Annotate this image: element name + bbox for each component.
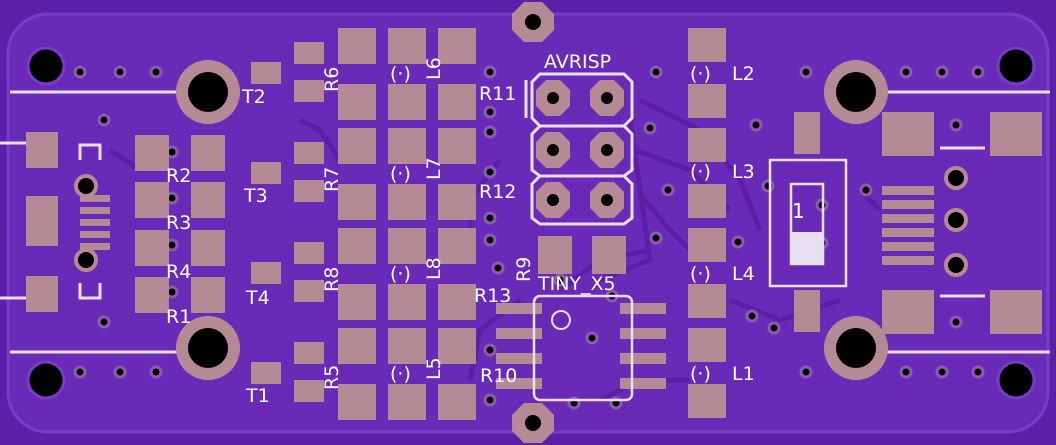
label-r1: R1 — [166, 306, 191, 328]
label-t4: T4 — [245, 287, 270, 309]
label-tiny: TINY_X5 — [537, 273, 616, 295]
label-t2: T2 — [241, 86, 266, 108]
label-r6: R6 — [321, 67, 343, 92]
usb-holes — [74, 166, 968, 277]
led-marker-l8: (·) — [390, 263, 411, 285]
label-l8: L8 — [423, 257, 445, 280]
vias — [73, 65, 985, 410]
led-marker-l4: (·) — [690, 263, 711, 285]
label-l6: L6 — [423, 57, 445, 80]
led-marker-l7: (·) — [390, 163, 411, 185]
label-r7: R7 — [321, 167, 343, 192]
label-l1: L1 — [732, 363, 755, 385]
label-r13: R13 — [474, 285, 511, 307]
avrisp-header — [524, 72, 634, 226]
label-r4: R4 — [166, 261, 191, 283]
label-t3: T3 — [243, 185, 268, 207]
label-l5: L5 — [423, 357, 445, 380]
label-l2: L2 — [732, 63, 755, 85]
label-r11: R11 — [479, 83, 516, 105]
label-r2: R2 — [166, 165, 191, 187]
led-marker-l1: (·) — [690, 363, 711, 385]
label-l7: L7 — [423, 157, 445, 180]
label-r8: R8 — [321, 267, 343, 292]
label-l3: L3 — [732, 161, 755, 183]
label-r9: R9 — [513, 257, 535, 282]
label-t1: T1 — [245, 385, 270, 407]
label-r5: R5 — [321, 365, 343, 390]
label-r12: R12 — [479, 181, 516, 203]
led-marker-l5: (·) — [390, 363, 411, 385]
label-r10: R10 — [480, 365, 517, 387]
led-marker-l2: (·) — [690, 63, 711, 85]
slide-switch — [768, 158, 848, 288]
label-avrisp: AVRISP — [544, 51, 611, 73]
label-r3: R3 — [166, 212, 191, 234]
led-marker-l3: (·) — [690, 161, 711, 183]
tiny-chip — [532, 294, 634, 402]
label-switch-num: 1 — [792, 199, 805, 223]
smd-pads — [26, 28, 1042, 420]
led-marker-l6: (·) — [390, 63, 411, 85]
mounting-holes — [176, 60, 888, 380]
corner-holes — [26, 46, 1036, 400]
fiducials — [512, 2, 554, 443]
silk-lines — [0, 90, 1050, 354]
label-l4: L4 — [732, 263, 755, 285]
